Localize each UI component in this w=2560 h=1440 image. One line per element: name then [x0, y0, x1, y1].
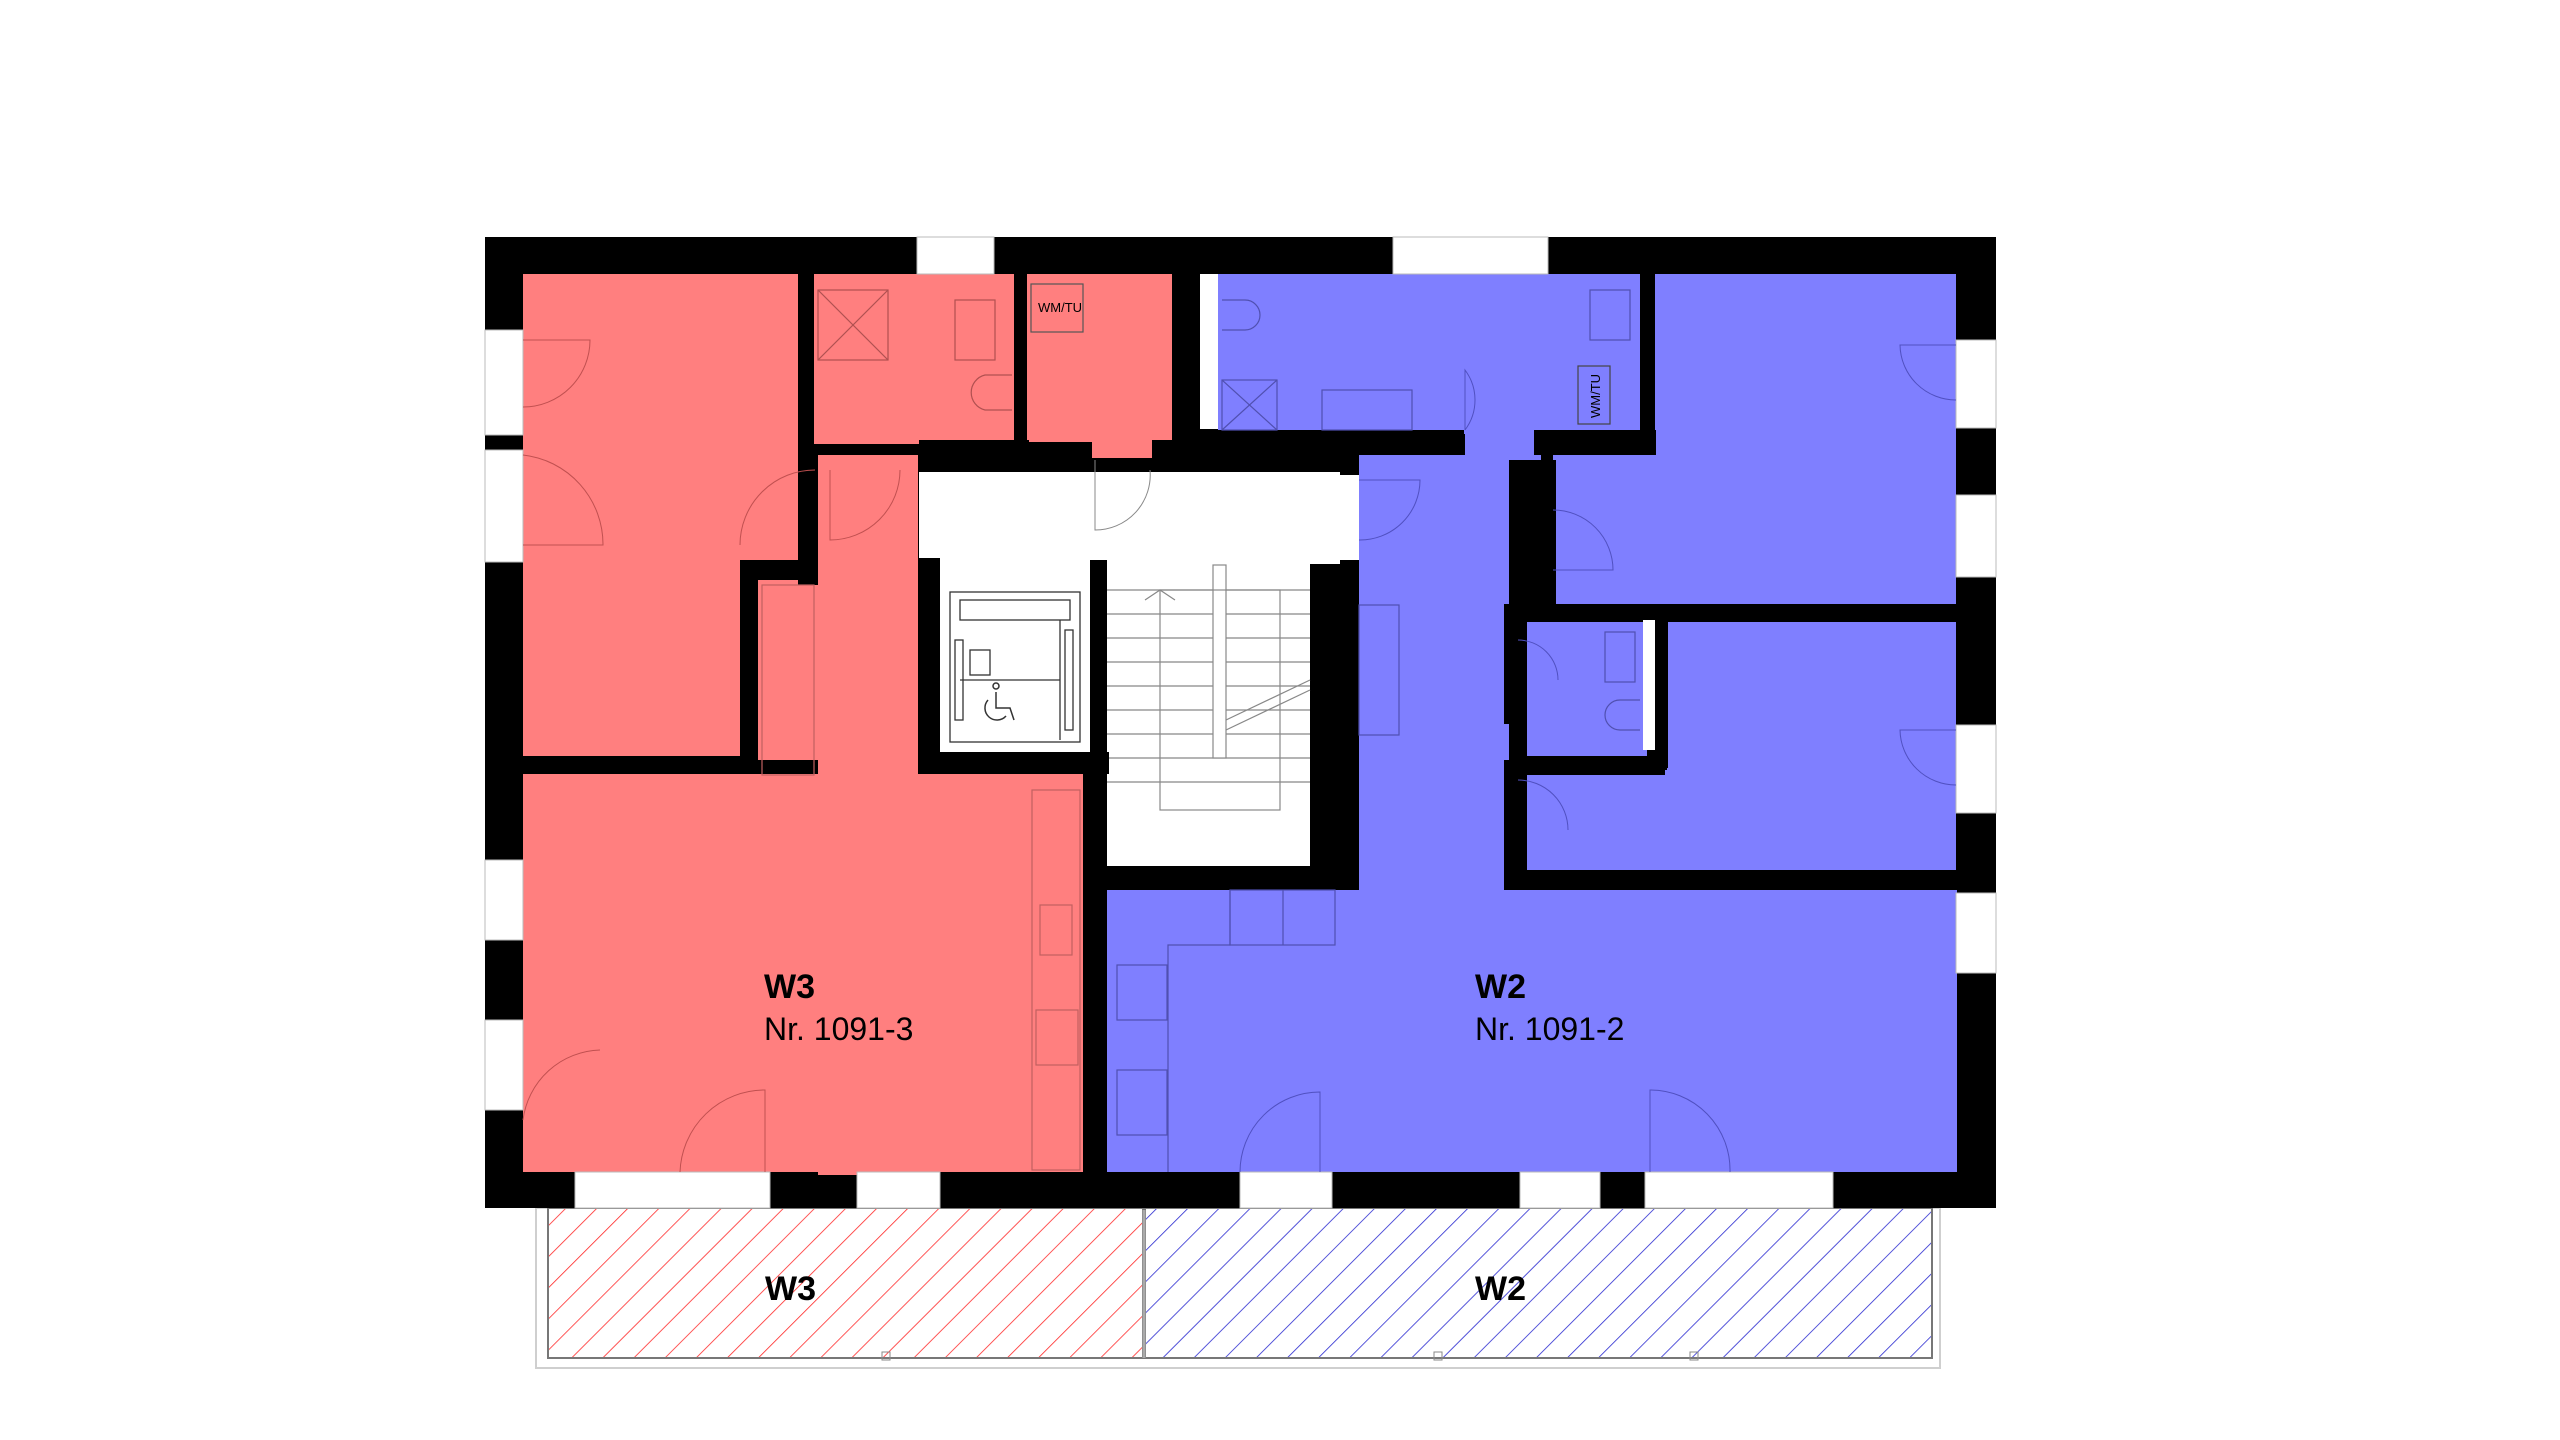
stair-core: [919, 472, 1359, 866]
laundry-label-w3: WM/TU: [1038, 300, 1082, 315]
fixtures: [761, 283, 1640, 1172]
unit-w2-area: [1107, 274, 1957, 1172]
elevator: [949, 591, 1081, 743]
balcony-w2: [1144, 1207, 1933, 1359]
laundry-label-w2: WM/TU: [1588, 374, 1603, 418]
door-swings: [522, 339, 1957, 1173]
unit-name-w3: W3: [764, 968, 815, 1006]
laundry-box-w3: [1030, 283, 1084, 333]
interior-walls: [523, 274, 1956, 1172]
balcony-w3: [547, 1207, 1144, 1359]
balcony: W3 W2: [535, 1207, 1941, 1369]
laundry-box-w2: [1577, 365, 1611, 425]
wheelchair-accessible-icon: [984, 682, 1015, 721]
windows: [484, 236, 1997, 1209]
unit-label-w3: W3 Nr. 1091-3: [764, 968, 913, 1047]
unit-label-w2: W2 Nr. 1091-2: [1475, 968, 1624, 1047]
unit-name-w2: W2: [1475, 968, 1526, 1006]
unit-number-w3: Nr. 1091-3: [764, 1011, 913, 1047]
unit-number-w2: Nr. 1091-2: [1475, 1011, 1624, 1047]
balcony-label-w2: W2: [1475, 1270, 1526, 1308]
unit-w3-area: [523, 274, 1172, 1175]
balcony-label-w3: W3: [765, 1270, 816, 1308]
